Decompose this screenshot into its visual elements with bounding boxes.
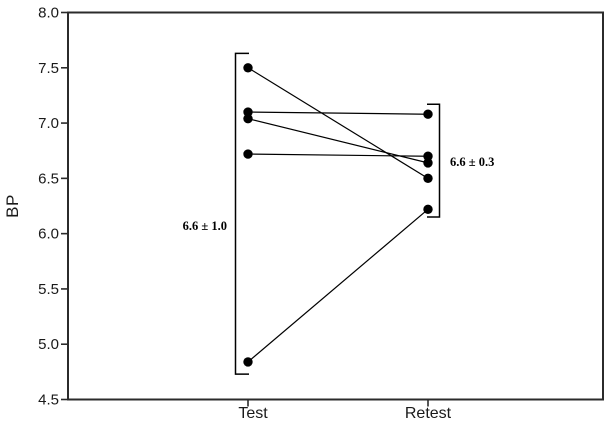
annotation-test-mean-sd: 6.6 ± 1.0	[182, 219, 227, 233]
pair-line	[247, 67, 429, 179]
data-point-test	[243, 149, 253, 159]
y-tick-label: 6.5	[38, 170, 59, 187]
data-point-test	[243, 113, 253, 124]
y-tick-label: 6.0	[38, 226, 59, 243]
range-bracket-retest	[427, 103, 441, 218]
data-point-retest	[423, 158, 433, 168]
y-tick-label: 5.5	[38, 281, 59, 298]
data-point-retest	[423, 151, 433, 161]
pair-line	[247, 153, 429, 157]
y-tick-label: 4.5	[38, 392, 59, 409]
pair-line	[247, 111, 429, 115]
y-tick-label: 7.0	[38, 115, 59, 132]
data-point-retest	[423, 109, 433, 119]
y-tick-label: 7.5	[38, 60, 59, 77]
data-point-retest	[423, 204, 433, 215]
y-tick-label: 8.0	[38, 5, 59, 22]
x-tick-label-test: Test	[238, 405, 268, 422]
data-point-test	[243, 107, 253, 117]
pair-line	[247, 208, 429, 363]
y-tick-label: 5.0	[38, 336, 59, 353]
plot-frame	[67, 11, 604, 401]
data-point-retest	[423, 173, 433, 184]
range-bracket-test	[234, 52, 249, 375]
x-tick-label-retest: Retest	[404, 405, 452, 422]
y-axis-title: BP	[3, 194, 22, 218]
data-point-test	[243, 357, 253, 367]
data-point-test	[243, 63, 253, 73]
annotation-retest-mean-sd: 6.6 ± 0.3	[450, 155, 495, 169]
